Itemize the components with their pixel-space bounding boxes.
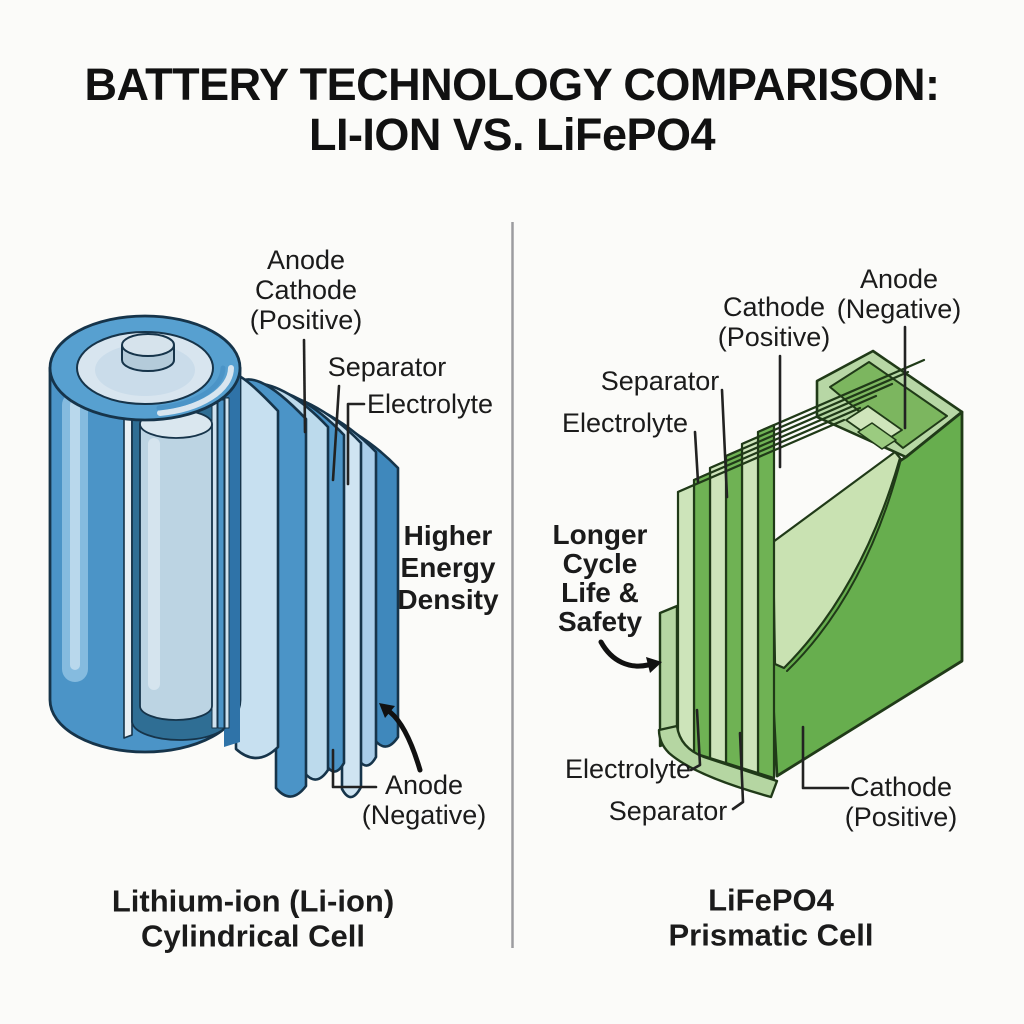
label-right-cathode-top: Cathode (Positive) [717, 292, 831, 352]
leader-line [331, 384, 341, 482]
label-right-electrolyte-top: Electrolyte [561, 408, 689, 439]
positive-terminal [121, 333, 175, 357]
label-left-separator: Separator [327, 352, 447, 383]
label-right-benefit: Longer Cycle Life & Safety [552, 519, 648, 637]
leader-line [731, 731, 745, 811]
curved-arrow-icon [379, 703, 423, 773]
label-cathode-polarity: (Positive) [249, 304, 363, 335]
unrolled-electrode-sheets [226, 373, 400, 799]
leader-line [331, 748, 378, 789]
title-line-2: LI-ION VS. LiFePO4 [308, 109, 716, 160]
label-left-electrode-stack: Anode Cathode (Positive) [249, 245, 363, 336]
cutaway-panel [771, 450, 902, 672]
cylinder-top [48, 314, 242, 422]
caption-li-ion: Lithium-ion (Li-ion) Cylindrical Cell [111, 883, 395, 953]
curved-arrow-icon [598, 639, 662, 673]
label-right-cathode-bottom: Cathode (Positive) [844, 772, 958, 832]
leader-lines-right [689, 325, 907, 811]
label-anode: Anode [266, 245, 346, 276]
case-shell [657, 604, 779, 799]
label-right-separator-top: Separator [600, 366, 720, 397]
label-left-electrolyte: Electrolyte [366, 389, 494, 420]
page-title: BATTERY TECHNOLOGY COMPARISON: LI-ION VS… [0, 60, 1024, 160]
inner-core [139, 409, 213, 721]
leader-lines-left [302, 338, 378, 789]
leader-line [720, 388, 729, 499]
label-left-benefit: Higher Energy Density [397, 520, 499, 615]
plate-stack [676, 358, 926, 780]
leader-line [693, 430, 700, 484]
leader-line [302, 338, 307, 434]
caption-lifepo4: LiFePO4 Prismatic Cell [668, 882, 874, 952]
label-right-electrolyte-bottom: Electrolyte [564, 754, 692, 785]
cylinder-body [48, 314, 242, 754]
label-cathode: Cathode [254, 275, 358, 306]
label-right-separator-bottom: Separator [608, 796, 728, 827]
li-ion-cell-illustration [48, 314, 423, 799]
leader-line [801, 725, 850, 790]
label-right-anode: Anode (Negative) [836, 264, 962, 324]
leader-line [689, 708, 702, 772]
title-line-1: BATTERY TECHNOLOGY COMPARISON: [84, 59, 940, 110]
label-left-anode-negative: Anode (Negative) [361, 770, 487, 830]
lifepo4-cell-illustration [598, 325, 964, 811]
leader-line [346, 402, 366, 486]
